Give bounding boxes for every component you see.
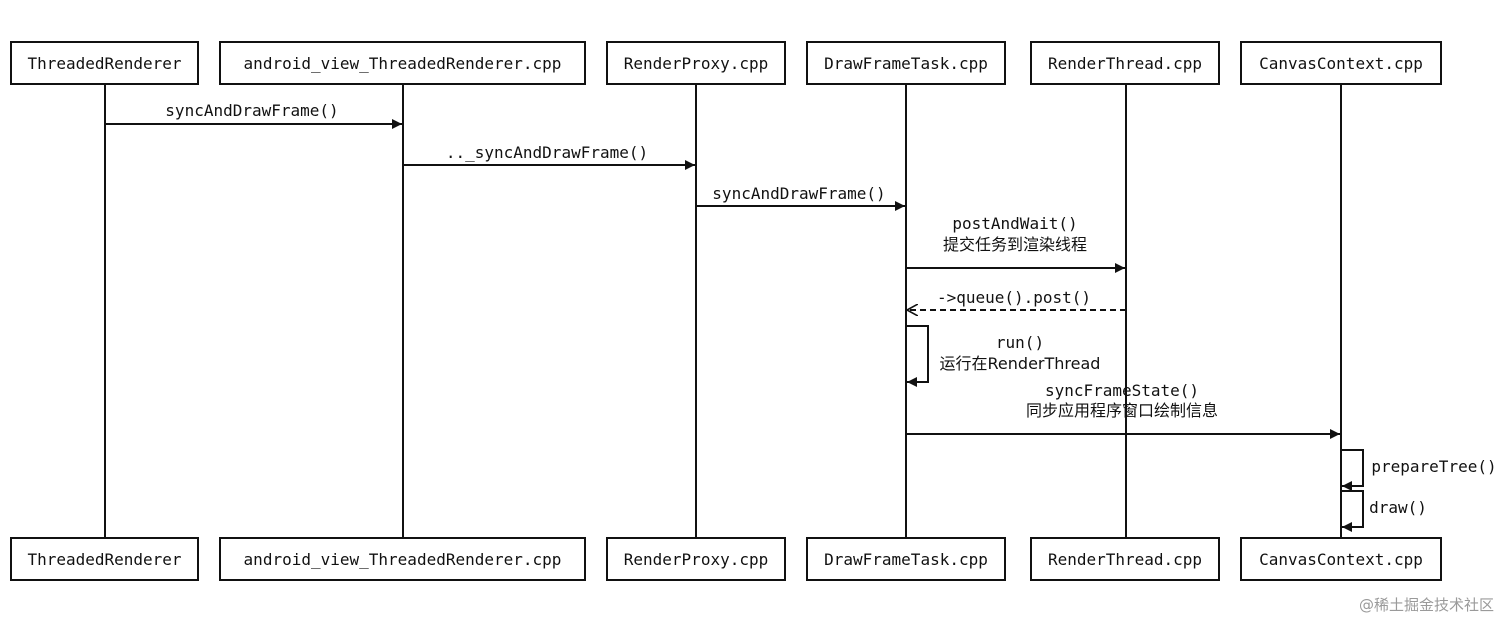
participant-bottom-4: DrawFrameTask.cpp xyxy=(806,537,1006,581)
message-label: syncFrameState() xyxy=(1045,381,1199,400)
message-label: draw() xyxy=(1369,498,1427,517)
participant-bottom-2: android_view_ThreadedRenderer.cpp xyxy=(219,537,586,581)
participant-box xyxy=(10,41,199,85)
message-2: .._syncAndDrawFrame() xyxy=(403,143,695,170)
participant-label: CanvasContext.cpp xyxy=(1259,550,1423,569)
participant-label: ThreadedRenderer xyxy=(27,54,181,73)
participant-label: ThreadedRenderer xyxy=(27,550,181,569)
participant-label: DrawFrameTask.cpp xyxy=(824,550,988,569)
message-5: ->queue().post() xyxy=(907,288,1126,310)
participant-label: RenderProxy.cpp xyxy=(624,550,769,569)
participant-label: RenderThread.cpp xyxy=(1048,550,1202,569)
participant-bottom-6: CanvasContext.cpp xyxy=(1240,537,1442,581)
message-label: 提交任务到渲染线程 xyxy=(943,235,1087,254)
message-label: 运行在RenderThread xyxy=(940,354,1101,373)
message-label: run() xyxy=(996,333,1044,352)
message-4: postAndWait() 提交任务到渲染线程 xyxy=(906,214,1125,273)
lifelines xyxy=(104,84,1342,538)
message-label: postAndWait() xyxy=(952,214,1077,233)
message-label: 同步应用程序窗口绘制信息 xyxy=(1026,401,1218,420)
participant-box xyxy=(219,41,586,85)
watermark: @稀土掘金技术社区 xyxy=(1359,596,1494,614)
message-label: syncAndDrawFrame() xyxy=(165,101,338,120)
participant-box xyxy=(1030,41,1220,85)
participant-label: android_view_ThreadedRenderer.cpp xyxy=(244,550,562,569)
message-6: run() 运行在RenderThread xyxy=(906,325,1101,387)
participant-bottom-1: ThreadedRenderer xyxy=(10,537,199,581)
message-1: syncAndDrawFrame() xyxy=(105,101,402,129)
participant-label: android_view_ThreadedRenderer.cpp xyxy=(244,54,562,73)
self-call-arrow xyxy=(906,325,929,387)
message-9: draw() xyxy=(1341,490,1427,532)
participant-box xyxy=(806,41,1006,85)
message-8: prepareTree() xyxy=(1341,449,1497,491)
participant-box xyxy=(1240,41,1442,85)
participant-label: CanvasContext.cpp xyxy=(1259,54,1423,73)
message-label: .._syncAndDrawFrame() xyxy=(446,143,648,162)
participant-bottom-5: RenderThread.cpp xyxy=(1030,537,1220,581)
message-label: prepareTree() xyxy=(1371,457,1496,476)
participant-label: RenderProxy.cpp xyxy=(624,54,769,73)
participant-top-3: RenderProxy.cpp xyxy=(606,41,786,85)
participant-top-6: CanvasContext.cpp xyxy=(1240,41,1442,85)
participant-box xyxy=(1240,537,1442,581)
participant-top-4: DrawFrameTask.cpp xyxy=(806,41,1006,85)
participant-label: DrawFrameTask.cpp xyxy=(824,54,988,73)
participant-boxes: ThreadedRendererThreadedRendererandroid_… xyxy=(10,41,1442,581)
message-label: ->queue().post() xyxy=(937,288,1091,307)
participant-box xyxy=(606,41,786,85)
participant-top-2: android_view_ThreadedRenderer.cpp xyxy=(219,41,586,85)
participant-top-5: RenderThread.cpp xyxy=(1030,41,1220,85)
message-3: syncAndDrawFrame() xyxy=(696,184,905,211)
participant-label: RenderThread.cpp xyxy=(1048,54,1202,73)
self-call-arrow xyxy=(1341,490,1364,532)
messages: syncAndDrawFrame().._syncAndDrawFrame()s… xyxy=(105,101,1497,532)
message-label: syncAndDrawFrame() xyxy=(712,184,885,203)
participant-box xyxy=(806,537,1006,581)
message-7: syncFrameState()同步应用程序窗口绘制信息 xyxy=(906,381,1340,439)
participant-box xyxy=(10,537,199,581)
participant-top-1: ThreadedRenderer xyxy=(10,41,199,85)
participant-box xyxy=(606,537,786,581)
self-call-arrow xyxy=(1341,449,1364,491)
participant-box xyxy=(219,537,586,581)
participant-bottom-3: RenderProxy.cpp xyxy=(606,537,786,581)
participant-box xyxy=(1030,537,1220,581)
